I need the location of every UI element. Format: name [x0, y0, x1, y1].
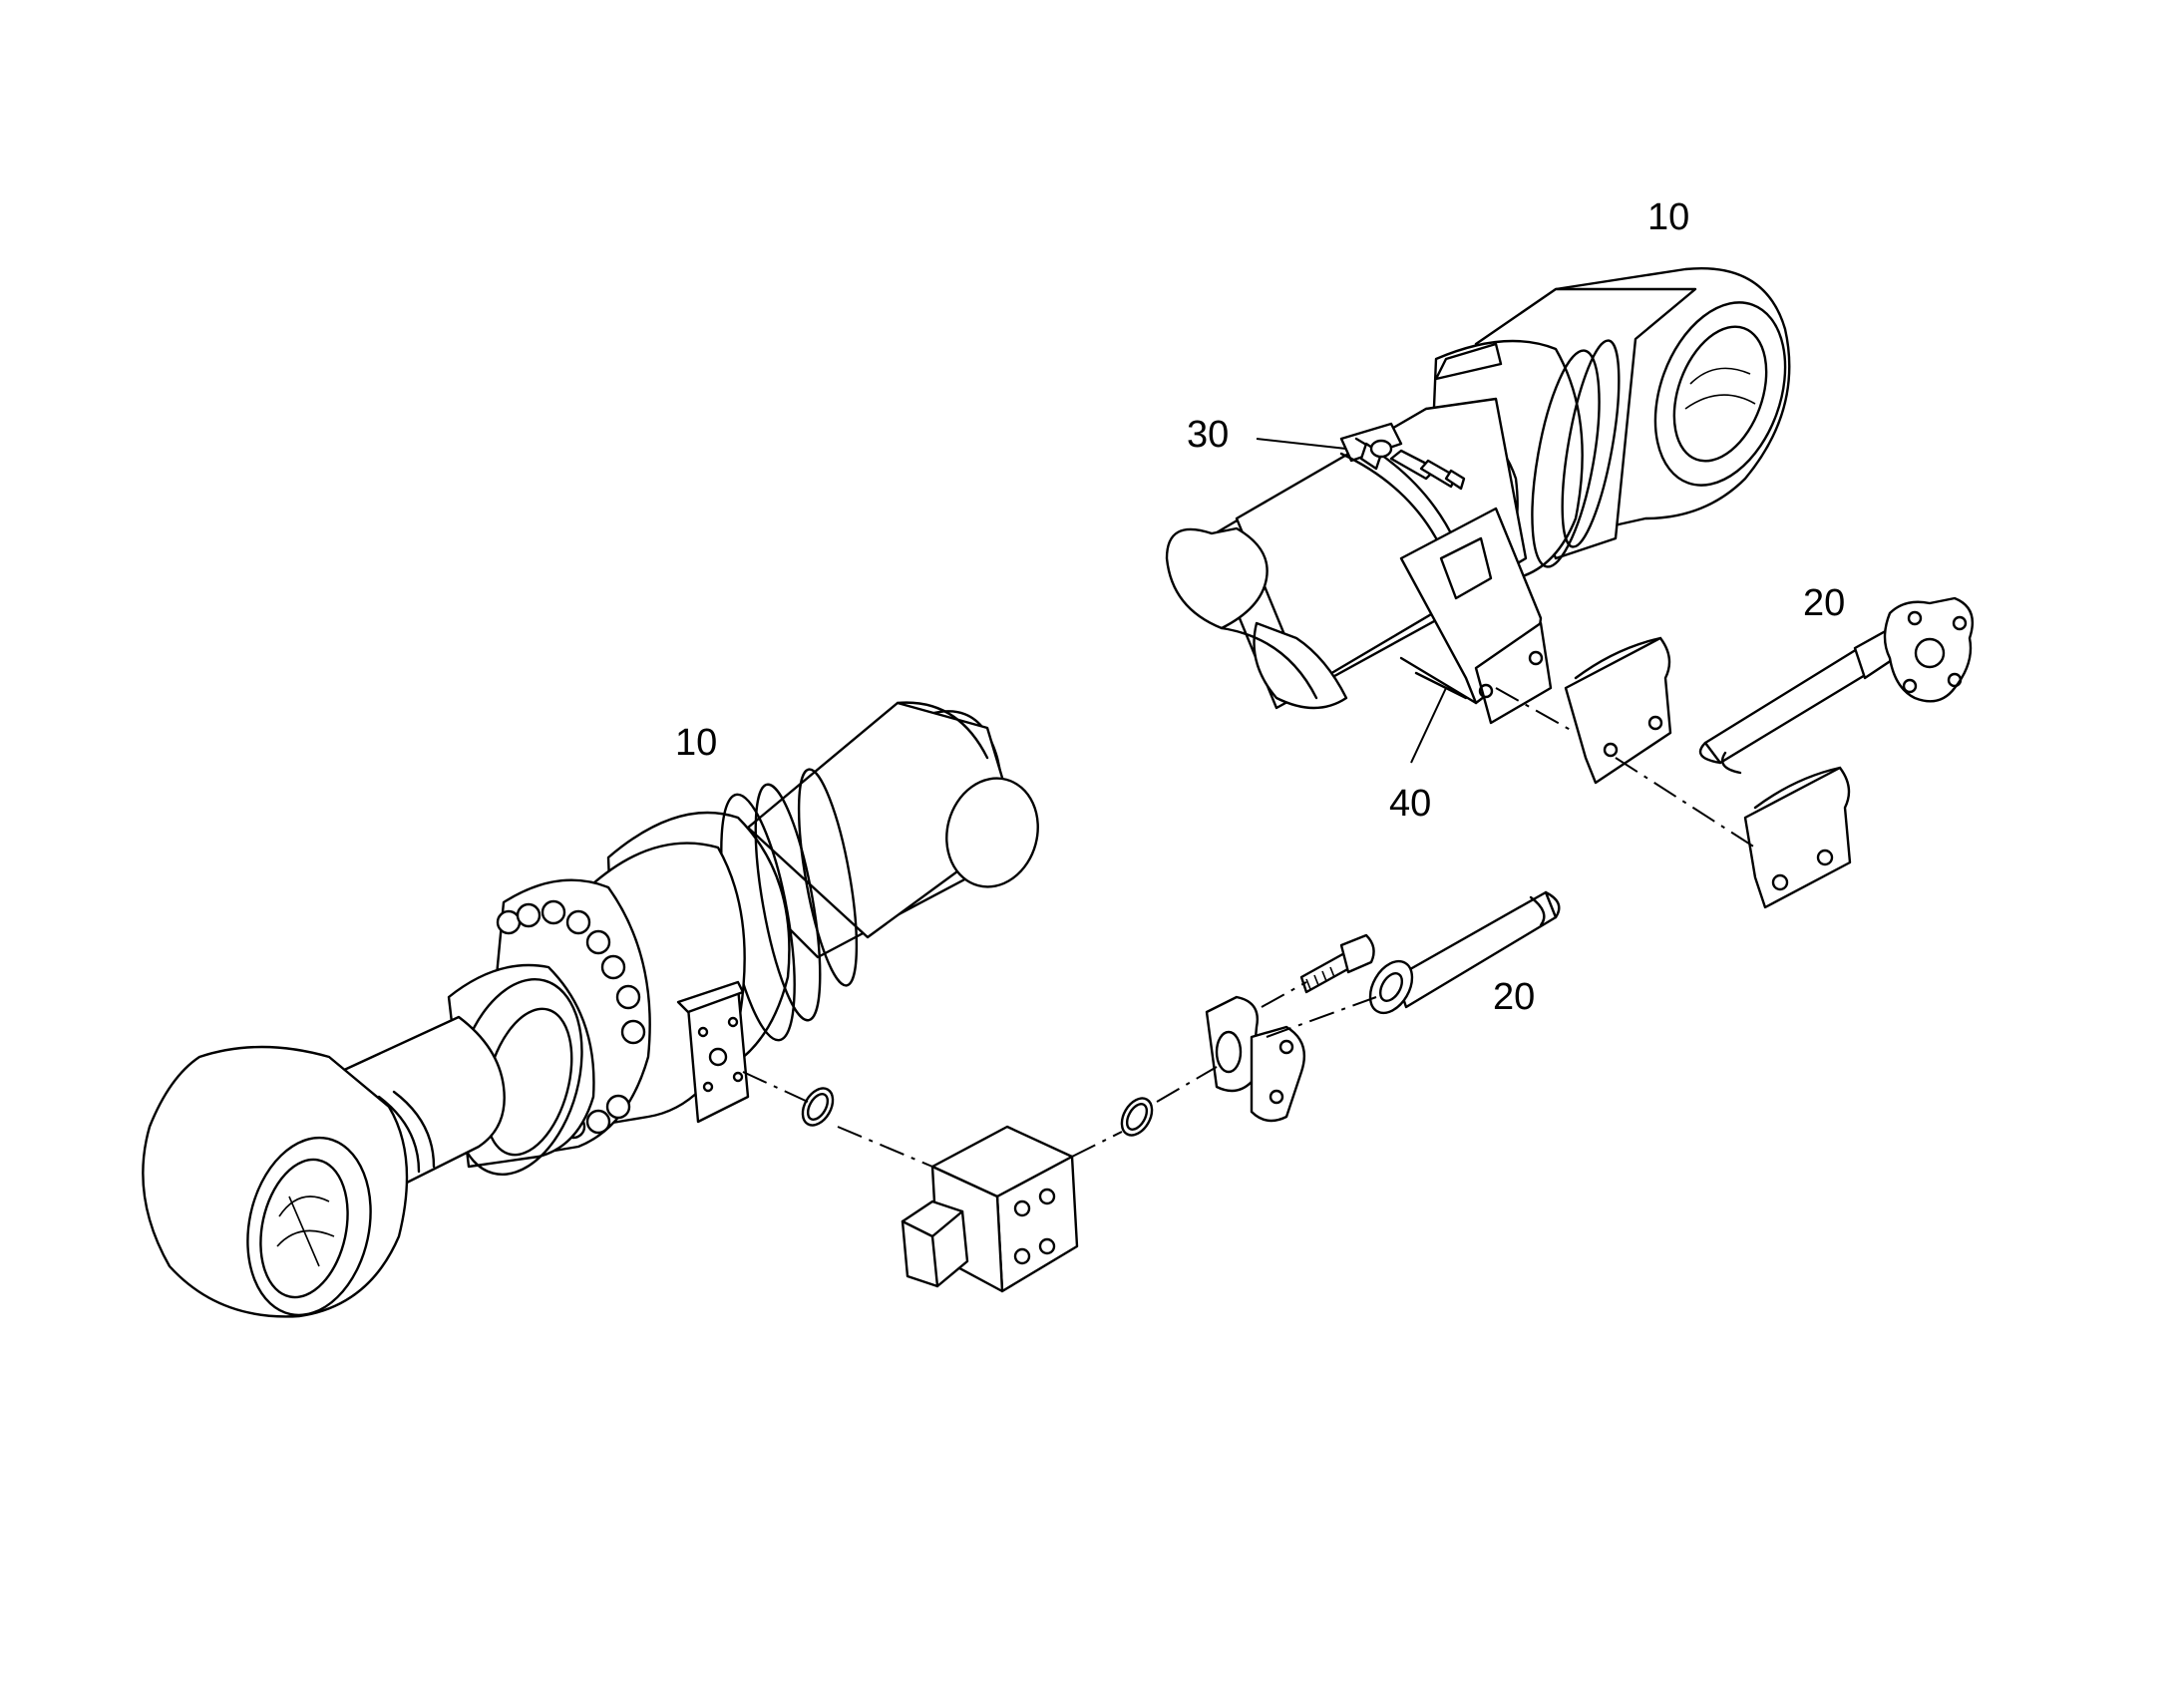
- lower-pipe-clip: [1743, 766, 1852, 909]
- callout-10-top: 10: [1647, 196, 1689, 238]
- mounting-bracket: [1399, 507, 1553, 725]
- cap-screw: [1299, 933, 1375, 994]
- hose-clamp: [1339, 422, 1466, 560]
- callout-10-bottom: 10: [675, 722, 717, 764]
- leader-40: [1410, 687, 1447, 764]
- callout-40: 40: [1389, 783, 1431, 825]
- bottom-assembly-axis-line: [742, 981, 1377, 1168]
- valve-block: [901, 1125, 1079, 1293]
- upper-hydraulic-cylinder: [1165, 266, 1791, 710]
- callout-20-top: 20: [1803, 582, 1845, 624]
- lower-hydraulic-pipe: [1368, 890, 1561, 1015]
- upper-hydraulic-pipe: [1698, 596, 1975, 775]
- top-assembly-axis-line: [1495, 687, 1756, 849]
- split-flange: [1205, 995, 1306, 1123]
- o-ring-right: [1120, 1097, 1154, 1137]
- upper-pipe-clip: [1564, 636, 1672, 785]
- lower-hydraulic-cylinder: [142, 701, 1039, 1318]
- callout-20-bottom: 20: [1493, 976, 1535, 1018]
- leader-30: [1256, 438, 1347, 450]
- o-ring-left: [801, 1087, 835, 1127]
- callout-30: 30: [1187, 414, 1229, 456]
